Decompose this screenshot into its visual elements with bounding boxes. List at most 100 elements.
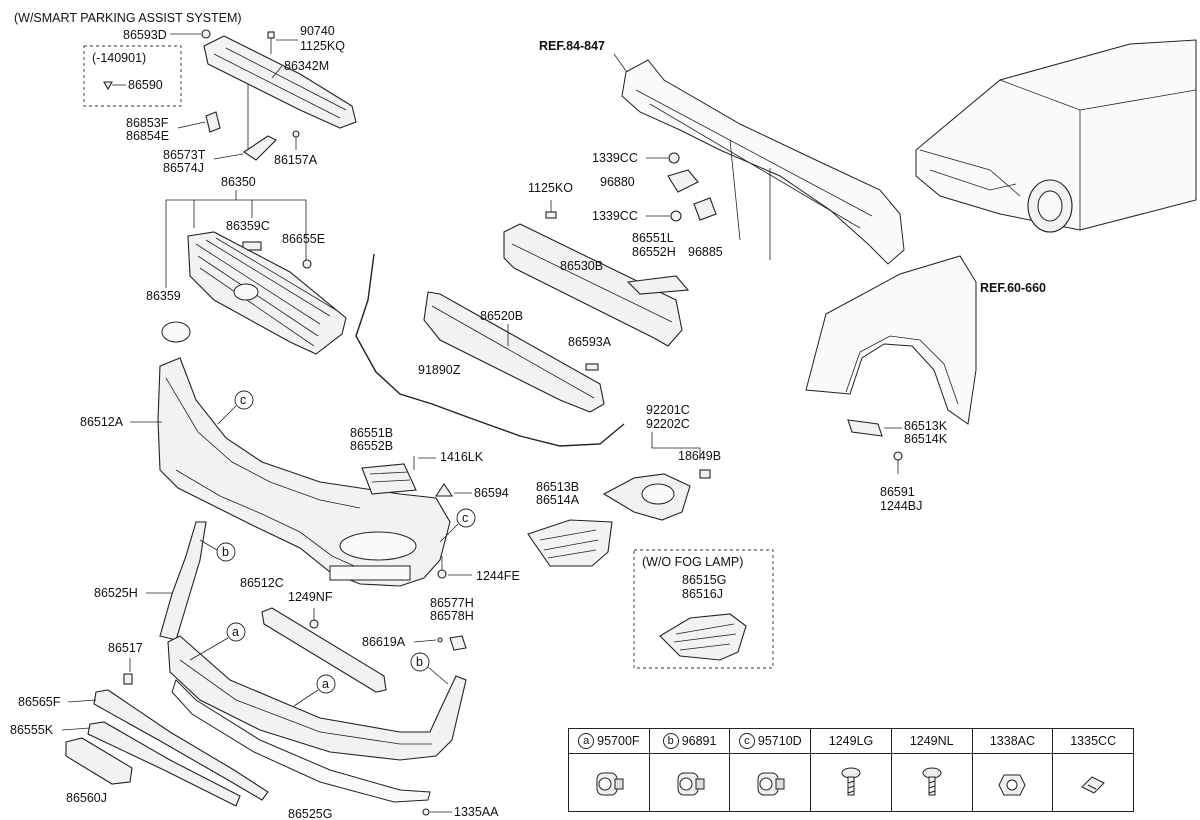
- screw-86591: [893, 451, 903, 474]
- label-1125KO: 1125KO: [528, 181, 573, 195]
- callout-c-1: c: [217, 390, 254, 425]
- svg-text:a: a: [322, 677, 329, 691]
- legend-cell-1338ac: 1338AC: [972, 729, 1054, 811]
- legend-part-number: 95700F: [597, 734, 640, 748]
- label-1125KQ: 1125KQ: [300, 39, 345, 53]
- emblem-86359: [161, 321, 191, 343]
- label-86551L: 86551L: [632, 231, 674, 245]
- callout-b-2: b: [410, 652, 449, 685]
- label-91890Z: 91890Z: [418, 363, 461, 377]
- label-96880: 96880: [600, 175, 635, 189]
- legend-part-number: 1338AC: [989, 734, 1036, 748]
- bracket-86551l: [626, 275, 690, 295]
- back-beam-86530b: [503, 223, 683, 347]
- bracket-86577h: [449, 635, 467, 651]
- bracket-86551b: [361, 463, 417, 495]
- label-90740: 90740: [300, 24, 335, 38]
- ref-60-660: REF.60-660: [980, 281, 1046, 295]
- screw-icon: [841, 767, 861, 795]
- clip-1335aa: [422, 808, 430, 816]
- label-86619A: 86619A: [362, 635, 406, 649]
- label-86560J: 86560J: [66, 791, 107, 805]
- label-86574J: 86574J: [163, 161, 204, 175]
- absorber-86560j: [65, 737, 133, 785]
- label-92201C: 92201C: [646, 403, 690, 417]
- label-86520B: 86520B: [480, 309, 523, 323]
- fog-note-box: [633, 549, 774, 669]
- date-note: (-140901): [92, 51, 146, 65]
- label-86578H: 86578H: [430, 609, 474, 623]
- label-86359C: 86359C: [226, 219, 270, 233]
- legend-key: b: [662, 733, 679, 749]
- label-86552H: 86552H: [632, 245, 676, 259]
- nut-icon: [998, 774, 1027, 795]
- label-86525G: 86525G: [288, 807, 332, 820]
- skid-plate-86512c: [261, 607, 387, 693]
- label-86565F: 86565F: [18, 695, 61, 709]
- svg-text:c: c: [462, 511, 468, 525]
- legend-cell-1249lg: 1249LG: [811, 729, 892, 811]
- label-86515G: 86515G: [682, 573, 726, 587]
- nut-1339cc-a: [668, 152, 680, 164]
- fender-guard-86513k: [847, 419, 883, 437]
- legend-cell-95710d: c 95710D: [730, 729, 812, 811]
- bulb-18649b: [699, 469, 711, 479]
- label-86530B: 86530B: [560, 259, 603, 273]
- svg-text:b: b: [416, 655, 423, 669]
- label-86590: 86590: [128, 78, 163, 92]
- nut-1339cc-b: [670, 210, 682, 222]
- garnish-86565f: [93, 689, 269, 801]
- label-86514A: 86514A: [536, 493, 580, 507]
- lip-86525g: [171, 679, 431, 803]
- legend-cell-1335cc: 1335CC: [1053, 729, 1134, 811]
- label-86525H: 86525H: [94, 586, 138, 600]
- label-86853F: 86853F: [126, 116, 169, 130]
- parking-sensor-icon: [596, 772, 624, 795]
- screw-icon: [922, 767, 942, 795]
- label-18649B: 18649B: [678, 449, 721, 463]
- ref-84-847: REF.84-847: [539, 39, 605, 53]
- label-86512A: 86512A: [80, 415, 124, 429]
- clip-86655e: [302, 259, 312, 269]
- screw-1244fe: [437, 556, 447, 579]
- legend-part-number: 1335CC: [1070, 734, 1117, 748]
- clip-86590: [103, 81, 126, 91]
- label-86512C: 86512C: [240, 576, 284, 590]
- emblem-tag-86359c: [242, 241, 262, 251]
- bolt-1125ko: [545, 200, 557, 219]
- fog-opening-right: [339, 531, 417, 561]
- cap-86594: [434, 483, 454, 497]
- label-86593A: 86593A: [568, 335, 612, 349]
- front-bumper-86512a: [157, 357, 451, 587]
- label-86359: 86359: [146, 289, 181, 303]
- label-86655E: 86655E: [282, 232, 325, 246]
- label-1244FE: 1244FE: [476, 569, 520, 583]
- label-1249NF: 1249NF: [288, 590, 333, 604]
- front-end-carrier: [621, 59, 905, 265]
- radiator-grille-86350: [187, 231, 347, 355]
- legend-part-number: 1249NL: [909, 734, 954, 748]
- clip-86517: [123, 673, 133, 685]
- label-1335AA: 1335AA: [454, 805, 499, 819]
- label-86513B: 86513B: [536, 480, 579, 494]
- label-1339CC-a: 1339CC: [592, 151, 638, 165]
- label-86591: 86591: [880, 485, 915, 499]
- reinforcement-86555k: [87, 721, 241, 807]
- legend-key: c: [738, 733, 755, 749]
- label-86573T: 86573T: [163, 148, 206, 162]
- svg-text:b: b: [222, 545, 229, 559]
- bolt-1249nf: [309, 608, 319, 629]
- bolt-90740: [267, 31, 275, 54]
- label-86342M: 86342M: [284, 59, 329, 73]
- callout-c-2: c: [439, 508, 476, 543]
- blank-cover-86515g: [659, 613, 747, 661]
- bracket-86573t: [243, 135, 277, 161]
- energy-absorber-86520b: [423, 291, 605, 413]
- legend-key: a: [578, 733, 595, 749]
- fog-cover-86513b: [527, 519, 613, 567]
- legend-part-number: 95710D: [757, 734, 802, 748]
- grille-cover-86342m: [203, 35, 357, 129]
- legend-cell-96891: b 96891: [649, 729, 731, 811]
- label-86514K: 86514K: [904, 432, 948, 446]
